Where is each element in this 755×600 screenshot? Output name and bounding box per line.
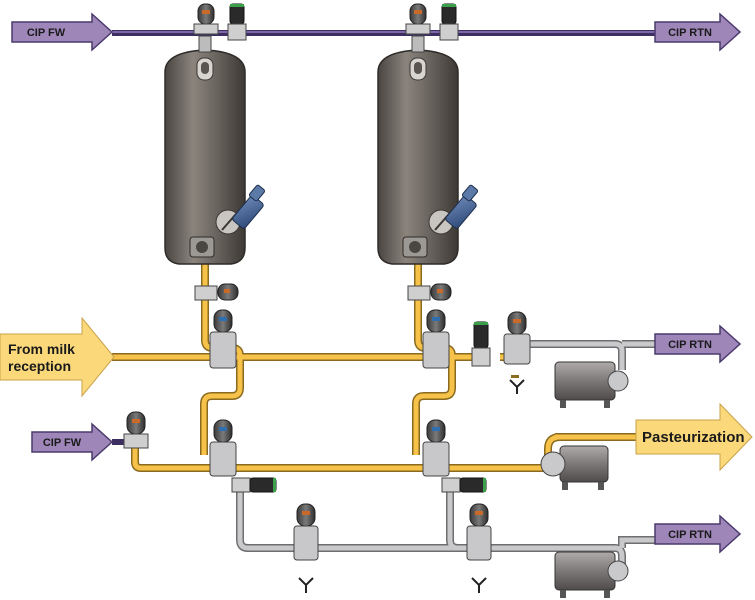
cip-rtn-top-label: CIP RTN — [668, 27, 712, 39]
cip-rtn-arrow-top: CIP RTN — [654, 12, 742, 52]
valve-top-4 — [439, 3, 459, 41]
check-valve-milk — [471, 321, 491, 367]
storage-tank-2 — [377, 49, 459, 265]
cip-rtn-bottom-label: CIP RTN — [668, 529, 712, 541]
mixproof-valve-4 — [422, 419, 450, 477]
drain-valve-1 — [293, 503, 319, 593]
cip-rtn-arrow-bottom: CIP RTN — [654, 514, 742, 554]
agitator-motor-1 — [232, 184, 266, 229]
tank-top-fittings — [198, 35, 425, 53]
pasteurization-label: Pasteurization — [642, 429, 745, 446]
cip-fw-mid-label: CIP FW — [43, 437, 82, 449]
milk-reception-label-line2: reception — [8, 358, 71, 374]
cip-fw-arrow-mid: CIP FW — [31, 422, 114, 462]
return-valve-1 — [231, 477, 277, 493]
cip-rtn-mid-label: CIP RTN — [668, 339, 712, 351]
pasteurization-arrow: Pasteurization — [635, 402, 753, 472]
milk-reception-label-line1: From milk — [8, 341, 75, 357]
cip-fw-arrow-top: CIP FW — [11, 12, 114, 52]
agitator-motor-2 — [445, 184, 479, 229]
mixproof-valve-2 — [422, 309, 450, 369]
storage-tank-1 — [164, 49, 246, 265]
divert-valve-milk — [503, 311, 531, 394]
cip-fw-top-label: CIP FW — [27, 27, 66, 39]
valve-top-2 — [227, 3, 247, 41]
outlet-valve-2 — [407, 283, 452, 301]
cip-rtn-arrow-mid: CIP RTN — [654, 324, 742, 364]
mixproof-valve-3 — [209, 419, 237, 477]
milk-reception-arrow: From milk reception — [0, 316, 115, 398]
mixproof-valve-1 — [209, 309, 237, 369]
outlet-valve-1 — [194, 283, 239, 301]
cip-return-pipes — [236, 340, 660, 570]
valve-top-1 — [193, 3, 219, 35]
pump-cip-return-bottom — [554, 551, 629, 598]
pump-cip-return-mid — [554, 361, 629, 408]
pump-pasteurization — [540, 445, 609, 490]
drain-valve-2 — [466, 503, 492, 593]
cip-fw-valve — [123, 411, 149, 449]
return-valve-2 — [441, 477, 487, 493]
valve-top-3 — [405, 3, 431, 35]
